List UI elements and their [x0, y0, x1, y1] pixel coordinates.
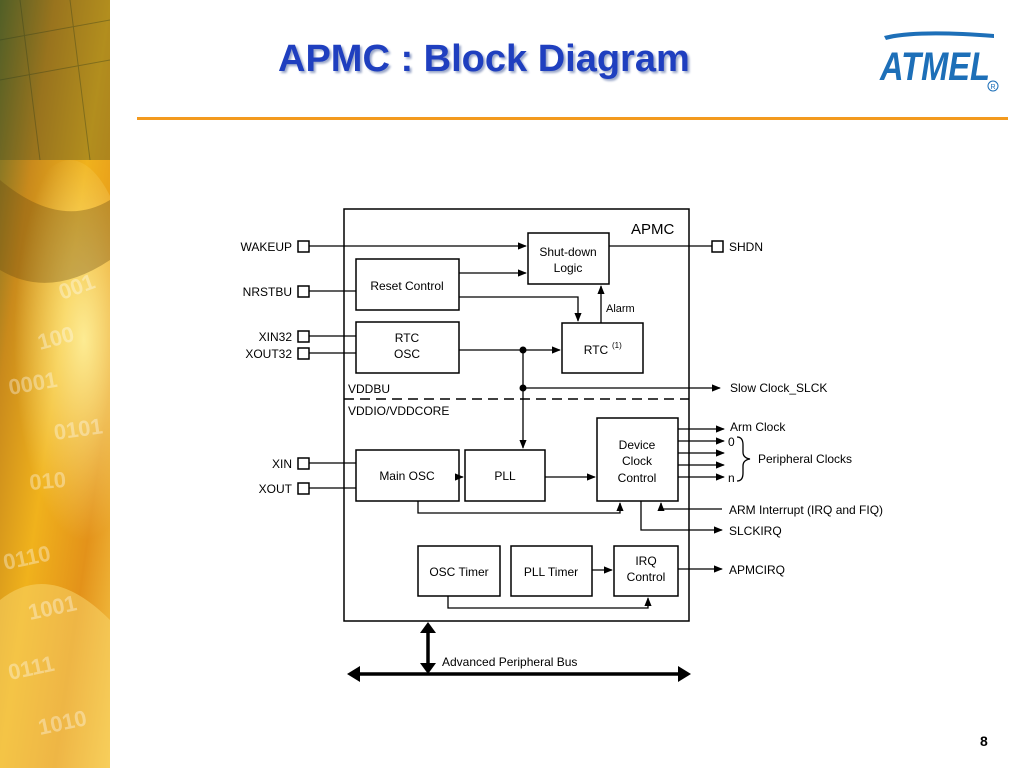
domain-label-vddbu: VDDBU [348, 382, 390, 396]
peripheral-clocks-brace [736, 436, 751, 482]
decorative-side-art: 001 100 0001 0101 010 0110 1001 0111 101… [0, 0, 110, 768]
pin-label-nrstbu: NRSTBU [243, 285, 292, 299]
logo-registered-mark: R [991, 84, 996, 91]
signal-label-arm-clock: Arm Clock [730, 420, 786, 434]
signal-label-alarm: Alarm [606, 303, 635, 315]
logo-text: ATMEL [879, 45, 990, 89]
shutdown-logic-label: Shut-down [539, 245, 596, 259]
signal-label-apmcirq: APMCIRQ [729, 563, 785, 577]
pin-label-shdn: SHDN [729, 240, 763, 254]
osc-timer-block [417, 545, 501, 597]
atmel-logo: ATMEL R [879, 31, 999, 92]
signal-label-periph-n: n [728, 471, 735, 485]
pin-label-xout32: XOUT32 [245, 347, 292, 361]
apb-arrow-left [347, 666, 360, 682]
pin-label-xout: XOUT [259, 482, 293, 496]
pll-label: PLL [494, 469, 516, 483]
title-underline [137, 117, 1008, 120]
rtc-osc-label: RTC [395, 331, 420, 345]
reset-control-block [355, 258, 460, 311]
pin-label-xin32: XIN32 [259, 330, 293, 344]
pll-timer-block [510, 545, 593, 597]
rtc-footnote-mark: (1) [612, 341, 622, 350]
irq-control-label: Control [627, 570, 666, 584]
device-clock-control-label: Device [619, 438, 656, 452]
rtc-block [561, 322, 644, 374]
main-osc-block [355, 449, 460, 502]
wire-arm-interrupt [657, 502, 722, 512]
apb-connector-arrow-up [420, 622, 436, 633]
junction-dot [519, 384, 527, 392]
shutdown-logic-block [527, 232, 610, 285]
osc-timer-label: OSC Timer [429, 565, 488, 579]
pin-wakeup [297, 240, 310, 253]
pin-label-xin: XIN [272, 457, 292, 471]
device-clock-control-label: Control [618, 471, 657, 485]
signal-label-arm-interrupt: ARM Interrupt (IRQ and FIQ) [729, 503, 883, 517]
apmc-module-label: APMC [631, 221, 675, 238]
page-number: 8 [980, 733, 988, 749]
reset-control-label: Reset Control [370, 279, 443, 293]
pll-timer-label: PLL Timer [524, 565, 578, 579]
apmc-module-box [343, 208, 690, 622]
main-osc-label: Main OSC [379, 469, 435, 483]
apb-arrow-right [678, 666, 691, 682]
device-clock-control-block [596, 417, 679, 502]
shutdown-logic-label: Logic [554, 261, 583, 275]
irq-control-block [613, 545, 679, 597]
rtc-osc-label: OSC [394, 347, 420, 361]
domain-label-vddio-vddcore: VDDIO/VDDCORE [348, 404, 449, 418]
wire-osctimer-irq [447, 596, 652, 609]
wire-reset-rtc [459, 296, 582, 322]
pin-shdn [711, 240, 724, 253]
pin-xout32 [297, 347, 310, 360]
pin-xin32 [297, 330, 310, 343]
pin-label-wakeup: WAKEUP [240, 240, 292, 254]
side-art-digits: 010 [28, 467, 67, 495]
pin-xout [297, 482, 310, 495]
pin-xin [297, 457, 310, 470]
apb-connector-arrow-down [420, 663, 436, 674]
irq-control-label: IRQ [635, 554, 656, 568]
rtc-osc-block [355, 321, 460, 374]
junction-dot [519, 346, 527, 354]
device-clock-control-label: Clock [622, 454, 653, 468]
signal-label-slow-clock: Slow Clock_SLCK [730, 381, 827, 395]
pll-block [464, 449, 546, 502]
page-title: APMC : Block Diagram [278, 38, 690, 80]
rtc-label: RTC [584, 343, 609, 357]
signal-label-peripheral-clocks: Peripheral Clocks [758, 452, 852, 466]
wire-slckirq [640, 501, 723, 534]
apb-label: Advanced Peripheral Bus [442, 655, 577, 669]
signal-label-periph-0: 0 [728, 435, 735, 449]
wire-mainosc-dcc [417, 501, 624, 514]
signal-label-slckirq: SLCKIRQ [729, 524, 782, 538]
pin-nrstbu [297, 285, 310, 298]
